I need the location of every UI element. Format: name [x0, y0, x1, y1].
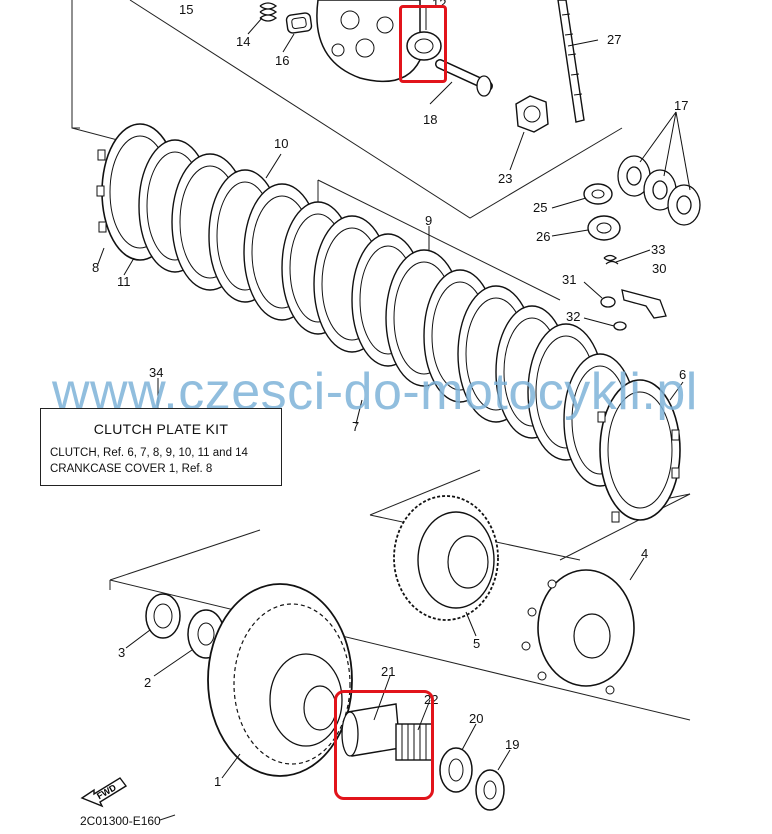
highlight-box-bearing	[399, 5, 447, 83]
pressure-plate-part-4	[521, 569, 635, 695]
callout-2: 2	[144, 675, 151, 690]
callout-19: 19	[505, 737, 519, 752]
needle-bearing-part-22	[395, 723, 433, 761]
callout-23: 23	[498, 171, 512, 186]
bearing-part-26	[587, 215, 621, 241]
callout-18: 18	[423, 112, 437, 127]
callout-14: 14	[236, 34, 250, 49]
kit-title: CLUTCH PLATE KIT	[93, 421, 229, 437]
callout-21: 21	[381, 664, 395, 679]
callout-10: 10	[274, 136, 288, 151]
kit-line-crankcase: CRANKCASE COVER 1, Ref. 8	[50, 463, 213, 475]
callout-33: 33	[651, 242, 665, 257]
clutch-plate-kit-box: CLUTCH PLATE KIT CLUTCH, Ref. 6, 7, 8, 9…	[40, 408, 282, 486]
pressure-plate-top	[316, 0, 421, 83]
thrust-washer-part-3	[145, 593, 181, 639]
clutch-plate-stack	[138, 139, 637, 487]
assembly-frame-lines	[71, 0, 691, 821]
callout-9: 9	[425, 213, 432, 228]
push-rod-part-18	[435, 59, 493, 97]
callout-6: 6	[679, 367, 686, 382]
washer-part-16	[285, 12, 313, 34]
shaft-part-27	[557, 0, 585, 123]
highlight-box-sleeve-bearing	[334, 690, 434, 800]
callout-17: 17	[674, 98, 688, 113]
friction-plate-part-6	[599, 379, 681, 521]
callout-7: 7	[352, 419, 359, 434]
bearing-part-25	[583, 183, 613, 205]
callout-34: 34	[149, 365, 163, 380]
callout-5: 5	[473, 636, 480, 651]
callout-27: 27	[607, 32, 621, 47]
callout-15: 15	[179, 2, 193, 17]
callout-31: 31	[562, 272, 576, 287]
callout-25: 25	[533, 200, 547, 215]
sleeve-part-21	[341, 703, 401, 757]
clutch-boss-part-5	[393, 495, 499, 621]
washer-part-19	[475, 769, 505, 811]
clutch-housing-part-1	[207, 583, 353, 777]
plate-tab-marks	[96, 149, 680, 523]
callout-numbers: 1 2 3 4 5 6 7 8 9 10 11 12 14 15 16 17 1…	[92, 0, 688, 789]
callout-1: 1	[214, 774, 221, 789]
callout-26: 26	[536, 229, 550, 244]
callout-32: 32	[566, 309, 580, 324]
forward-arrow-icon: FWD	[80, 777, 128, 808]
washer-part-20	[439, 747, 473, 793]
callout-30: 30	[652, 261, 666, 276]
leader-lines	[97, 6, 691, 779]
kit-line-clutch: CLUTCH, Ref. 6, 7, 8, 9, 10, 11 and 14	[50, 447, 248, 459]
bearing-part-12	[406, 31, 442, 61]
callout-8: 8	[92, 260, 99, 275]
plate-part-17	[617, 155, 701, 226]
callout-3: 3	[118, 645, 125, 660]
callout-16: 16	[275, 53, 289, 68]
spring-part-14	[259, 2, 278, 22]
nut-part-23	[515, 95, 549, 133]
diagram-code: 2C01300-E160	[80, 814, 161, 828]
callout-20: 20	[469, 711, 483, 726]
small-parts-30-33	[600, 254, 667, 331]
callout-4: 4	[641, 546, 648, 561]
callout-11: 11	[117, 274, 131, 289]
